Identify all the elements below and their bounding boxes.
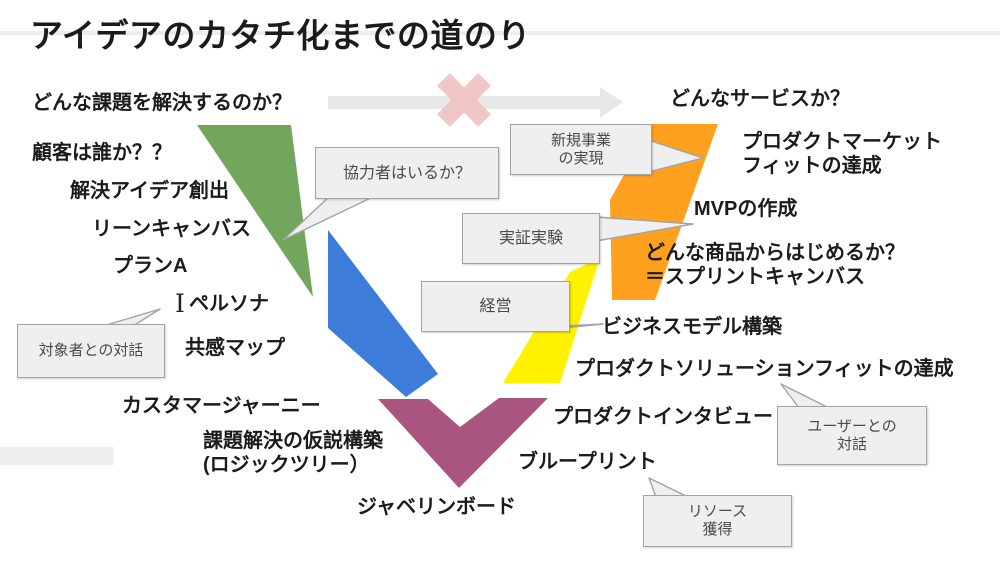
label-hypothesis: 課題解決の仮説構築 (ロジックツリー）: [203, 429, 383, 477]
label-idea-creation: 解決アイデア創出: [70, 180, 229, 202]
label-pmf-line1: プロダクトマーケット: [742, 131, 942, 153]
label-persona: ペルソナ: [189, 293, 269, 315]
user-dialogue-line1: ユーザーとの: [807, 417, 897, 435]
resource-bubble: リソース 獲得: [643, 495, 792, 547]
label-hypothesis-line1: 課題解決の仮説構築: [203, 430, 383, 452]
label-product-line2: ＝スプリントキャンバス: [645, 266, 865, 288]
label-question-right: どんなサービスか？: [670, 88, 850, 110]
left-gray-artifact: [0, 447, 114, 465]
label-customer: 顧客は誰か？？: [32, 142, 172, 164]
user-dialogue-bubble-tail: [780, 383, 830, 409]
target-dialogue-text: 対象者との対話: [38, 342, 144, 359]
collaborator-bubble: 協力者はいるか？: [315, 147, 499, 199]
blue-band: [328, 230, 438, 397]
management-bubble: 経営: [421, 281, 570, 332]
resource-line2: 獲得: [702, 521, 733, 538]
green-band: [197, 125, 313, 297]
page-title: アイデアのカタチ化までの道のり: [30, 17, 531, 54]
new-business-line2: の実現: [558, 149, 604, 167]
label-product-solution-fit: プロダクトソリューションフィットの達成: [575, 358, 954, 380]
label-mvp: MVPの作成: [694, 198, 798, 220]
text-cursor-icon: I: [175, 289, 185, 318]
poc-bubble-text: 実証実験: [498, 230, 563, 247]
user-dialogue-line2: 対話: [836, 435, 867, 453]
label-product-market-fit: プロダクトマーケット フィットの達成: [742, 130, 942, 178]
label-business-model: ビジネスモデル構築: [602, 316, 782, 338]
resource-line1: リソース: [687, 503, 748, 520]
collaborator-bubble-text: 協力者はいるか？: [342, 164, 471, 182]
label-question-left: どんな課題を解決するのか？: [32, 92, 292, 114]
blocked-x-icon: [437, 73, 491, 127]
label-product-line1: どんな商品からはじめるか？: [645, 242, 905, 264]
target-dialogue-bubble: 対象者との対話: [17, 324, 165, 378]
label-blueprint: ブループリント: [518, 451, 657, 473]
label-product-interview: プロダクトインタビュー: [553, 406, 773, 428]
label-plan-a: プランA: [113, 255, 188, 277]
label-lean-canvas: リーンキャンバス: [92, 218, 251, 240]
label-customer-journey: カスタマージャーニー: [122, 395, 321, 417]
new-business-line1: 新規事業: [550, 131, 611, 149]
purple-chevron: [378, 398, 548, 488]
user-dialogue-bubble: ユーザーとの 対話: [777, 406, 927, 465]
label-hypothesis-line2: (ロジックツリー）: [203, 454, 370, 476]
label-sprint-canvas: どんな商品からはじめるか？ ＝スプリントキャンバス: [645, 241, 905, 289]
management-bubble-text: 経営: [479, 298, 512, 315]
poc-bubble: 実証実験: [462, 213, 600, 264]
new-business-bubble: 新規事業 の実現: [510, 124, 652, 175]
label-empathy-map: 共感マップ: [185, 337, 285, 359]
label-pmf-line2: フィットの達成: [742, 155, 882, 177]
slide-edge-line: [0, 31, 1000, 35]
label-javelin-board: ジャベリンボード: [357, 496, 516, 518]
